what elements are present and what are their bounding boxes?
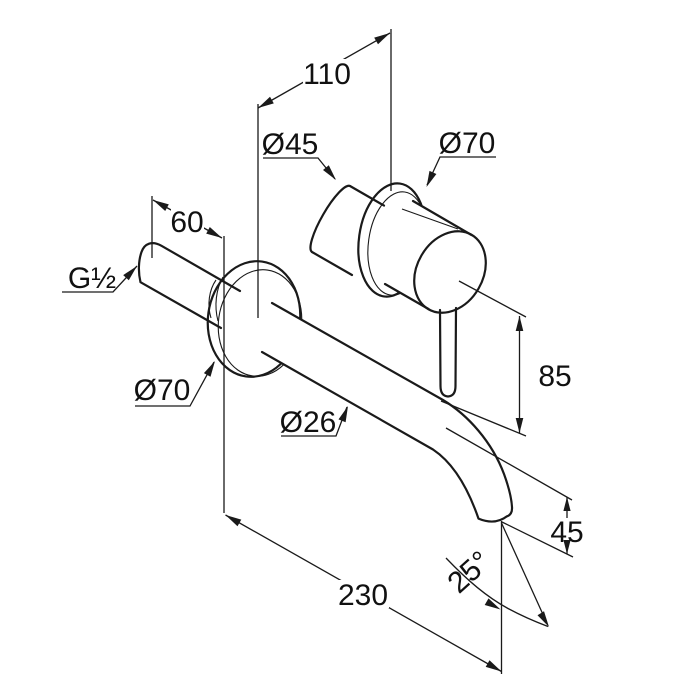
dim-label-angle: 25° (441, 545, 497, 600)
angle-arc (445, 557, 549, 628)
stream-direction-line (500, 522, 547, 621)
dim-label-85: 85 (538, 360, 571, 393)
dim-label-handle-dia: Ø45 (262, 128, 319, 161)
spout (260, 301, 514, 523)
dim-label-60: 60 (170, 206, 203, 239)
dimension-labels: 110 60 G½ Ø45 Ø70 Ø70 Ø26 85 45 25° 230 (68, 58, 584, 612)
dim-label-handle-rosette-dia: Ø70 (439, 127, 496, 160)
label-backgrounds (171, 59, 584, 608)
dim-label-230: 230 (338, 579, 388, 612)
dim-label-110: 110 (303, 58, 351, 91)
leader-handle-rosette (426, 156, 496, 186)
dim-label-thread: G½ (68, 262, 116, 295)
handle-grip (383, 199, 487, 314)
handle-lever (438, 306, 458, 398)
handle-sleeve (309, 184, 392, 282)
ext-45 (445, 427, 574, 558)
supply-pipe (137, 242, 242, 330)
arrowheads (123, 33, 571, 672)
dim-label-spout-dia: Ø26 (280, 406, 337, 439)
ext-85 (440, 280, 527, 437)
leader-handle-dia (263, 157, 336, 180)
leader-spout-rosette (135, 361, 215, 407)
dim-label-spout-rosette-dia: Ø70 (134, 374, 191, 407)
